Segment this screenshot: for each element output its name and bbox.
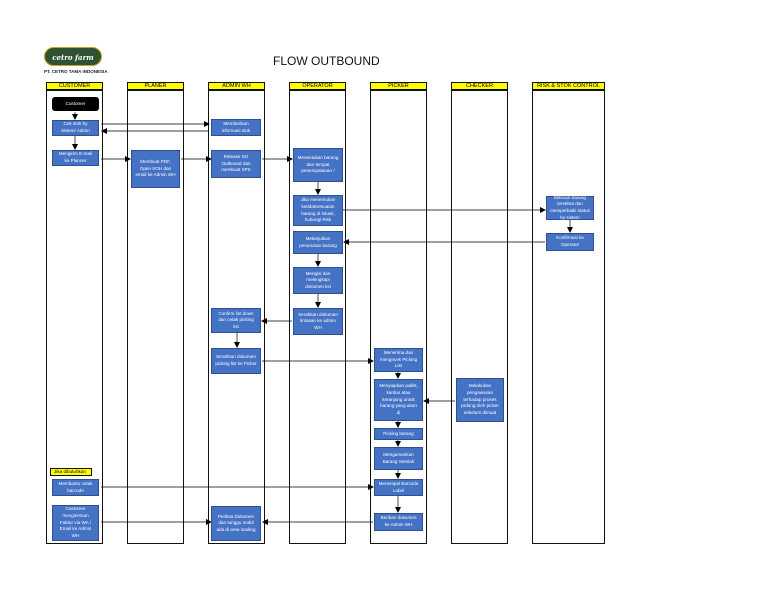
membuat-pdf-box: Membuat PDF, Open SOH dan email ke Admin… (131, 150, 180, 188)
lane-header-customer: CUSTOMER (46, 82, 103, 90)
menyiapkan-box: Menyiapkan pallet, kardus atau keranjang… (374, 379, 423, 421)
lane-admin-wh (208, 90, 265, 544)
customer-start-node: Customer (52, 97, 99, 111)
kirim-email-box: Mengirim E-mail ke Planner (52, 150, 99, 166)
cek-stok-box: Cek stok by sistem/ Admin (52, 120, 99, 136)
lane-planer (127, 90, 184, 544)
serahkan-picking-box: Serahkan dokumen picking list ke Picker (211, 348, 261, 374)
release-so-box: Release SO Outbound dan membuat SPK (211, 150, 261, 178)
lane-header-checker: CHECKER (451, 82, 508, 90)
menentukan-box: Menentukan barang dan tempat penempatana… (293, 148, 343, 182)
lane-header-risk-stok-control: RISK & STOK CONTROL (532, 82, 605, 90)
melanjutkan-box: Melanjutkan penurunan barang (293, 231, 343, 254)
page-title: FLOW OUTBOUND (273, 54, 380, 68)
lane-header-picker: PICKER (370, 82, 427, 90)
membantu-cetak-barcode-box: Membantu cetak barcode (52, 479, 99, 496)
lane-operator (289, 90, 346, 544)
cetro-farm-logo: cetro farm (44, 47, 102, 66)
company-name: PT. CETRO TAMA INDONESIA (44, 69, 108, 74)
periksa-dokumen-box: Periksa Dokumen dan tunggu mobil ada di … (211, 506, 261, 541)
lane-risk-stok-control (532, 90, 605, 544)
lane-customer (46, 90, 103, 544)
lane-header-admin-wh: ADMIN WH (208, 82, 265, 90)
lane-checker (451, 90, 508, 544)
customer-faktur-box: Customer mengirimkan Faktur via WA / Ema… (52, 505, 99, 541)
picking-barang-box: Picking barang (374, 428, 423, 440)
mencari-barang-box: Mencari barang tersebut dan memperbaiki … (546, 195, 594, 220)
lane-header-operator: OPERATOR (289, 82, 346, 90)
menempel-barcode-box: Menempel Barcode Label (374, 479, 423, 496)
menerima-box: Menerima dan mengecek Picking List (374, 348, 423, 372)
mengisi-box: Mengisi dan melengkapi dokumen list (293, 267, 343, 294)
lane-header-planer: PLANER (127, 82, 184, 90)
pengawasan-box: Melakukan pengawasan terhadap proses pic… (456, 378, 504, 422)
ketidaksesuaian-box: Jika menemukan ketidaksesuaian barang di… (293, 195, 343, 226)
mengamankan-box: Mengamankan Barang Setelah (374, 447, 423, 470)
berikan-dokumen-box: Berikan dokumen ke Admin WH (374, 513, 423, 531)
confirm-list-box: Confirm list down dan cetak picking list (211, 308, 261, 333)
jika-dibutuhkan-note: Jika dibutuhkan (50, 468, 92, 476)
serahkan-list-box: Serahkan dokumen lintasan ke admin WH (293, 308, 343, 335)
info-stok-box: Memberikan informasi stok (211, 119, 261, 136)
konfirmasi-operator-box: Konfirmasi ke Operator (546, 233, 594, 251)
lane-picker (370, 90, 427, 544)
